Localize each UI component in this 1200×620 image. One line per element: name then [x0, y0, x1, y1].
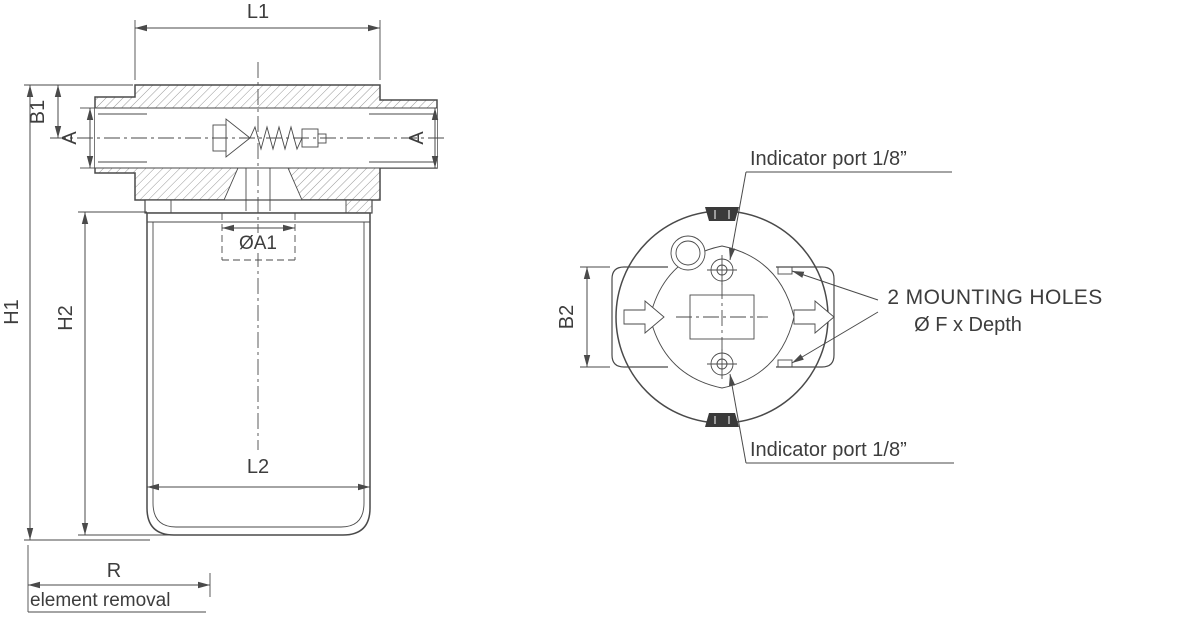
top-view-dimensions: B2: [556, 266, 610, 368]
dim-label-a-left: A: [59, 131, 81, 145]
dim-label-oa1: ØA1: [239, 233, 277, 254]
filter-head-section: [94, 84, 438, 214]
side-view: L1 B1 A A H1 H2: [1, 1, 446, 613]
mounting-holes-label-line1: 2 MOUNTING HOLES: [887, 286, 1102, 309]
dim-label-l2: L2: [247, 456, 269, 478]
indicator-port-bottom-label: Indicator port 1/8”: [750, 439, 907, 461]
mounting-bracket-left: [611, 266, 668, 368]
dim-label-r: R: [107, 560, 121, 582]
dim-label-l1: L1: [247, 1, 269, 23]
indicator-port-top-symbol: [707, 255, 737, 285]
centerlines: [50, 62, 446, 450]
mounting-holes-label-line2: Ø F x Depth: [914, 314, 1022, 336]
side-view-dimensions: L1 B1 A A H1 H2: [1, 1, 439, 613]
top-view: B2 Indicator port 1/8” Indicator port 1/…: [556, 148, 1102, 464]
dim-label-b2: B2: [556, 305, 578, 329]
indicator-port-bottom-symbol: [707, 349, 737, 379]
dim-label-h2: H2: [55, 305, 77, 331]
flow-arrow-left: [623, 300, 665, 334]
casting-contour: [649, 245, 795, 389]
filter-canister: [146, 212, 371, 536]
dim-label-h1: H1: [1, 299, 23, 325]
clamp-lug-bottom: [705, 413, 739, 427]
gauge-port: [670, 235, 706, 271]
indicator-port-top-label: Indicator port 1/8”: [750, 148, 907, 170]
clamp-lug-top: [705, 207, 739, 221]
callouts: Indicator port 1/8” Indicator port 1/8” …: [728, 148, 1102, 464]
dim-label-a-right: A: [406, 131, 428, 145]
flow-arrow-right: [793, 300, 835, 334]
element-removal-label: element removal: [30, 590, 170, 611]
